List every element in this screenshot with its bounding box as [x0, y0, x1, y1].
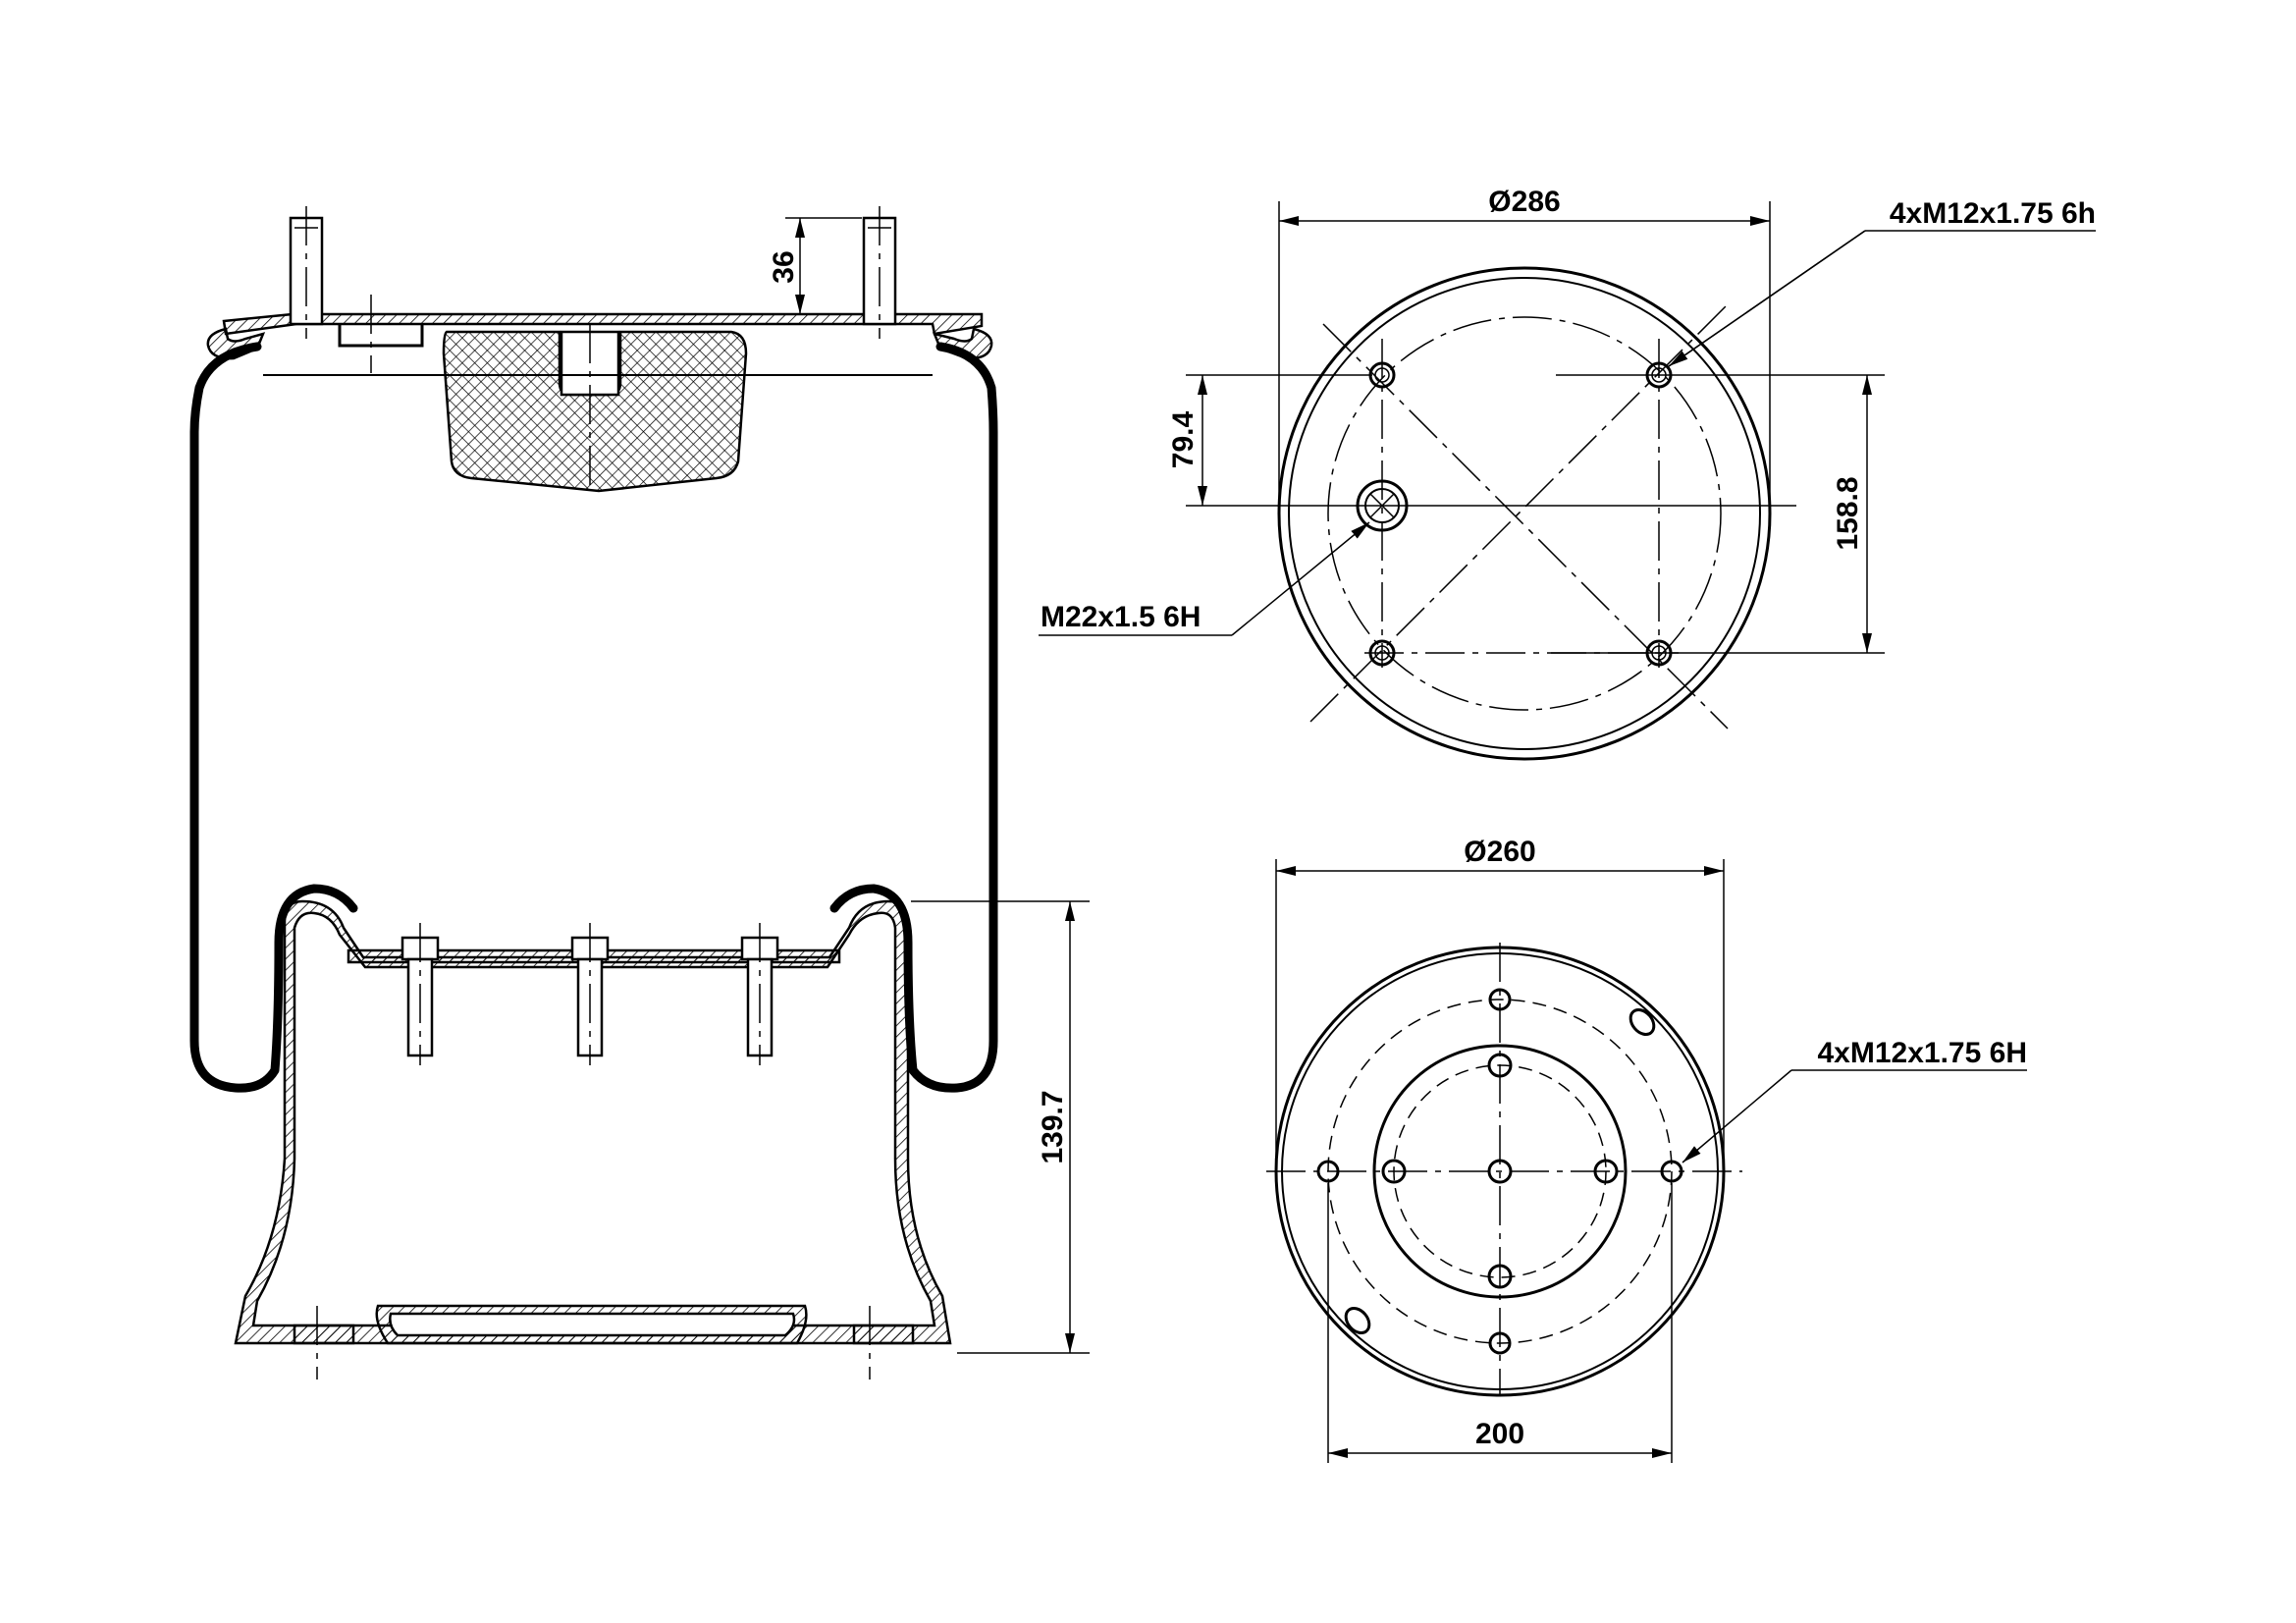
top-boss [338, 324, 424, 348]
piston-stud-left [400, 923, 440, 1065]
piston-base [293, 1324, 355, 1345]
bottom-inner-hole-left [1381, 1159, 1407, 1184]
bellow-outline [189, 342, 358, 1093]
bottom-hole-right [1660, 1160, 1683, 1183]
dim-offset-small-label: 79.4 [1167, 410, 1200, 468]
dim-bottom-diameter: Ø260 [1275, 836, 1725, 1171]
bottom-plan-view: Ø260 200 4xM12x1.75 6H [1266, 836, 2027, 1463]
top-plan-view: Ø286 79.4 158.8 4xM12x1.75 6h M22x1 [1039, 186, 2096, 761]
bottom-hole-left [1316, 1160, 1340, 1183]
top-hole-bl [1368, 639, 1396, 667]
side-section-view: 36 139.7 [189, 206, 1090, 1380]
leader-bottom-holes-label: 4xM12x1.75 6H [1818, 1037, 2028, 1069]
top-bolt-circle [1327, 316, 1722, 711]
dim-piston-height: 139.7 [911, 900, 1090, 1354]
piston-bottom-inner [389, 1312, 796, 1337]
bottom-slot-bl [1344, 1306, 1371, 1335]
leader-air-port-label: M22x1.5 6H [1041, 601, 1201, 633]
bottom-center-hole [1487, 1159, 1513, 1184]
leader-top-studs: 4xM12x1.75 6h [1668, 197, 2096, 367]
bottom-slot-tr [1629, 1007, 1656, 1037]
dim-top-diameter-label: Ø286 [1488, 186, 1560, 218]
bellow-outline-right [829, 342, 998, 1093]
top-outer-circle [1277, 266, 1772, 761]
dim-bolt-spacing: 158.8 [1551, 374, 1885, 654]
leader-top-studs-label: 4xM12x1.75 6h [1890, 197, 2096, 230]
dim-stud-height: 36 [768, 217, 862, 315]
bottom-inner-hole-bottom [1487, 1264, 1513, 1289]
bottom-hole-top [1488, 988, 1512, 1011]
piston-stud-center [570, 923, 610, 1065]
dim-top-diameter: Ø286 [1278, 186, 1771, 514]
bottom-inner-hole-top [1487, 1053, 1513, 1078]
piston-stud-right [740, 923, 779, 1065]
dim-bottom-bolt-circle-label: 200 [1475, 1418, 1524, 1450]
leader-bottom-holes: 4xM12x1.75 6H [1682, 1037, 2027, 1163]
dim-bottom-bolt-circle: 200 [1327, 1183, 1673, 1463]
top-diagonal-1 [1322, 323, 1729, 730]
dim-bottom-diameter-label: Ø260 [1464, 836, 1535, 868]
leader-air-port: M22x1.5 6H [1039, 521, 1370, 636]
bottom-inner-hole-right [1593, 1159, 1619, 1184]
dim-bolt-spacing-label: 158.8 [1832, 476, 1864, 550]
piston-base-right [852, 1324, 915, 1345]
dim-stud-height-label: 36 [768, 250, 800, 283]
dim-offset-small: 79.4 [1167, 374, 1796, 507]
top-diagonal-2 [1309, 303, 1729, 723]
top-inner-circle [1288, 277, 1761, 750]
dim-piston-height-label: 139.7 [1037, 1090, 1069, 1163]
bottom-hole-bottom [1488, 1331, 1512, 1355]
